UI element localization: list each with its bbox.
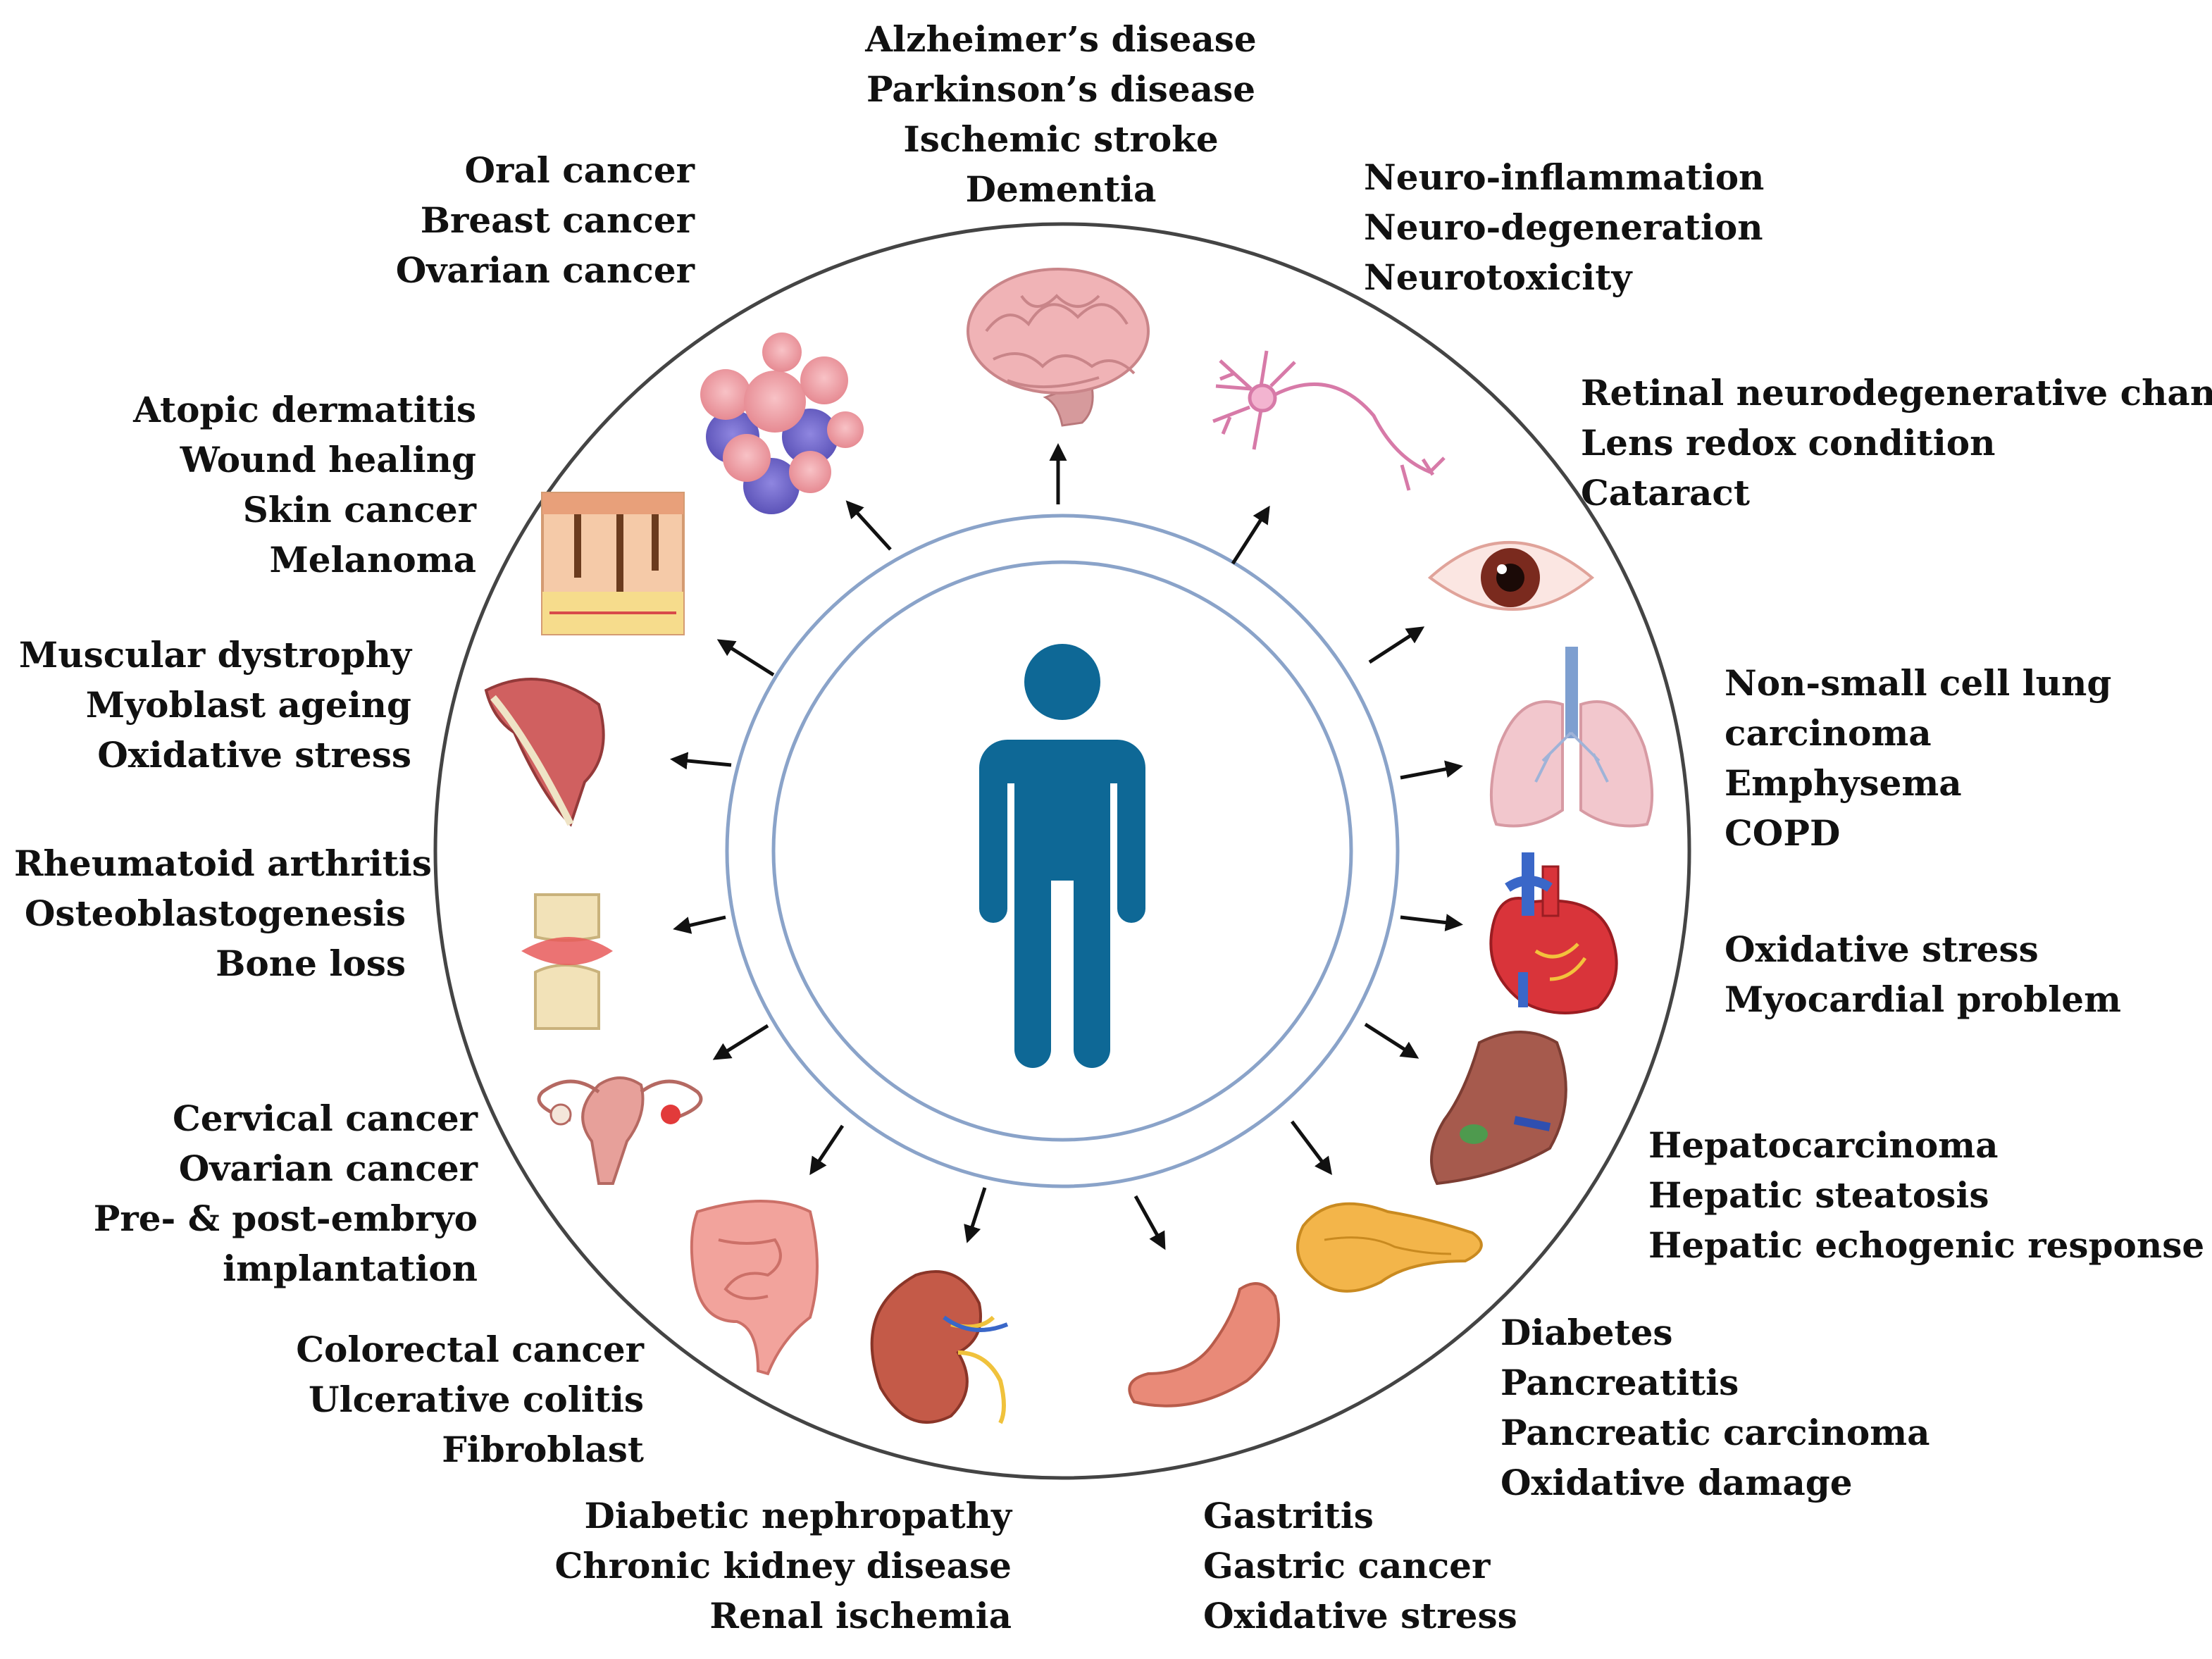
liver-icon (1430, 1031, 1567, 1186)
arrow-liver (1364, 1022, 1419, 1059)
label-cancer-cells: Oral cancer Breast cancer Ovarian cancer (342, 145, 695, 295)
label-pancreas: Diabetes Pancreatitis Pancreatic carcino… (1500, 1307, 1930, 1508)
label-neuron-line-2: Neuro-degeneration (1364, 206, 1763, 248)
heart-icon (1489, 852, 1618, 1014)
label-kidney-line-1: Diabetic nephropathy (584, 1495, 1012, 1536)
outer-circle (433, 222, 1691, 1480)
label-kidney: Diabetic nephropathy Chronic kidney dise… (554, 1491, 1012, 1641)
arrow-intestine (809, 1124, 845, 1176)
arrow-eye (1368, 626, 1425, 664)
label-brain-line-2: Parkinson’s disease (866, 68, 1256, 110)
joint-icon (521, 893, 613, 1030)
arrow-cancer-cells (845, 500, 892, 551)
label-neuron-line-1: Neuro-inflammation (1364, 156, 1765, 198)
label-liver: Hepatocarcinoma Hepatic steatosis Hepati… (1648, 1120, 2204, 1270)
arrow-skin (716, 639, 775, 677)
label-joint: Rheumatoid arthritis Osteoblastogenesis … (14, 838, 432, 988)
label-heart: Oxidative stress Myocardial problem (1725, 924, 2121, 1024)
label-pancreas-line-3: Pancreatic carcinoma (1500, 1412, 1930, 1453)
label-lung-line-2: carcinoma (1725, 712, 1932, 754)
label-uterus-line-3: Pre- & post-embryo (93, 1198, 478, 1239)
intestine-icon (690, 1200, 819, 1376)
arrow-lung (1400, 760, 1463, 780)
label-kidney-line-2: Chronic kidney disease (554, 1545, 1012, 1586)
label-joint-line-1: Rheumatoid arthritis (14, 843, 432, 884)
outer-ring (725, 514, 1400, 1188)
label-uterus-line-4: implantation (223, 1248, 478, 1289)
label-uterus-line-2: Ovarian cancer (178, 1148, 478, 1189)
label-kidney-line-3: Renal ischemia (709, 1595, 1012, 1636)
label-eye: Retinal neurodegenerative changes Lens r… (1581, 368, 2212, 518)
eye-icon (1427, 541, 1595, 611)
label-brain: Alzheimer’s disease Parkinson’s disease … (850, 14, 1272, 214)
label-neuron: Neuro-inflammation Neuro-degeneration Ne… (1364, 152, 1764, 302)
label-cancer-cells-line-3: Ovarian cancer (395, 249, 695, 291)
label-intestine: Colorectal cancer Ulcerative colitis Fib… (221, 1324, 644, 1474)
label-skin-line-4: Melanoma (269, 539, 476, 580)
stomach-icon (1128, 1282, 1280, 1408)
label-lung-line-3: Emphysema (1725, 762, 1962, 804)
label-intestine-line-1: Colorectal cancer (296, 1329, 644, 1370)
label-cancer-cells-line-1: Oral cancer (464, 149, 695, 191)
label-muscle-line-2: Myoblast ageing (85, 684, 411, 726)
label-stomach-line-2: Gastric cancer (1203, 1545, 1491, 1586)
label-pancreas-line-2: Pancreatitis (1500, 1362, 1739, 1403)
label-liver-line-3: Hepatic echogenic response (1648, 1224, 2205, 1266)
kidney-icon (870, 1270, 1009, 1424)
label-lung-line-1: Non-small cell lung (1725, 662, 2112, 704)
uterus-icon (537, 1076, 703, 1185)
arrow-kidney (964, 1187, 987, 1243)
label-pancreas-line-1: Diabetes (1500, 1312, 1673, 1353)
label-muscle: Muscular dystrophy Myoblast ageing Oxida… (14, 630, 411, 780)
arrows (670, 443, 1463, 1250)
skin-icon (541, 492, 685, 635)
label-intestine-line-3: Fibroblast (442, 1429, 644, 1470)
label-eye-line-3: Cataract (1581, 472, 1750, 514)
label-stomach-line-3: Oxidative stress (1203, 1595, 1517, 1636)
cancer-cells-icon (700, 333, 864, 514)
label-lung: Non-small cell lung carcinoma Emphysema … (1725, 658, 2111, 858)
label-joint-line-3: Bone loss (216, 943, 406, 984)
label-pancreas-line-4: Oxidative damage (1500, 1462, 1853, 1503)
label-brain-line-4: Dementia (965, 168, 1157, 210)
arrow-uterus (712, 1024, 769, 1060)
label-eye-line-1: Retinal neurodegenerative changes (1581, 372, 2212, 414)
label-skin-line-1: Atopic dermatitis (133, 389, 476, 430)
label-muscle-line-3: Oxidative stress (97, 734, 411, 776)
label-liver-line-2: Hepatic steatosis (1648, 1174, 1989, 1216)
brain-icon (967, 268, 1150, 427)
label-brain-line-1: Alzheimer’s disease (865, 18, 1257, 60)
inner-ring (771, 560, 1353, 1142)
label-uterus: Cervical cancer Ovarian cancer Pre- & po… (55, 1093, 478, 1293)
label-liver-line-1: Hepatocarcinoma (1648, 1124, 1999, 1166)
arrow-joint (673, 915, 726, 934)
label-stomach-line-1: Gastritis (1203, 1495, 1374, 1536)
muscle-icon (484, 678, 605, 827)
arrow-stomach (1133, 1195, 1166, 1250)
label-skin-line-2: Wound healing (180, 439, 476, 480)
arrow-neuron (1231, 505, 1270, 565)
label-uterus-line-1: Cervical cancer (172, 1098, 478, 1139)
label-joint-line-2: Osteoblastogenesis (24, 893, 406, 934)
label-intestine-line-2: Ulcerative colitis (309, 1379, 644, 1420)
label-lung-line-4: COPD (1725, 812, 1841, 854)
label-heart-line-2: Myocardial problem (1725, 978, 2122, 1020)
label-cancer-cells-line-2: Breast cancer (420, 199, 695, 241)
label-heart-line-1: Oxidative stress (1725, 928, 2039, 970)
lung-icon (1489, 647, 1654, 828)
label-brain-line-3: Ischemic stroke (903, 118, 1219, 160)
label-skin-line-3: Skin cancer (242, 489, 476, 530)
label-stomach: Gastritis Gastric cancer Oxidative stres… (1203, 1491, 1517, 1641)
label-muscle-line-1: Muscular dystrophy (18, 634, 411, 676)
arrow-heart (1400, 914, 1463, 932)
label-eye-line-2: Lens redox condition (1581, 422, 1996, 464)
pancreas-icon (1296, 1202, 1483, 1293)
label-skin: Atopic dermatitis Wound healing Skin can… (99, 385, 476, 585)
arrow-pancreas (1291, 1120, 1332, 1175)
neuron-icon (1212, 350, 1446, 491)
person-icon (979, 644, 1145, 1068)
arrow-muscle (670, 752, 732, 770)
label-neuron-line-3: Neurotoxicity (1364, 256, 1632, 298)
